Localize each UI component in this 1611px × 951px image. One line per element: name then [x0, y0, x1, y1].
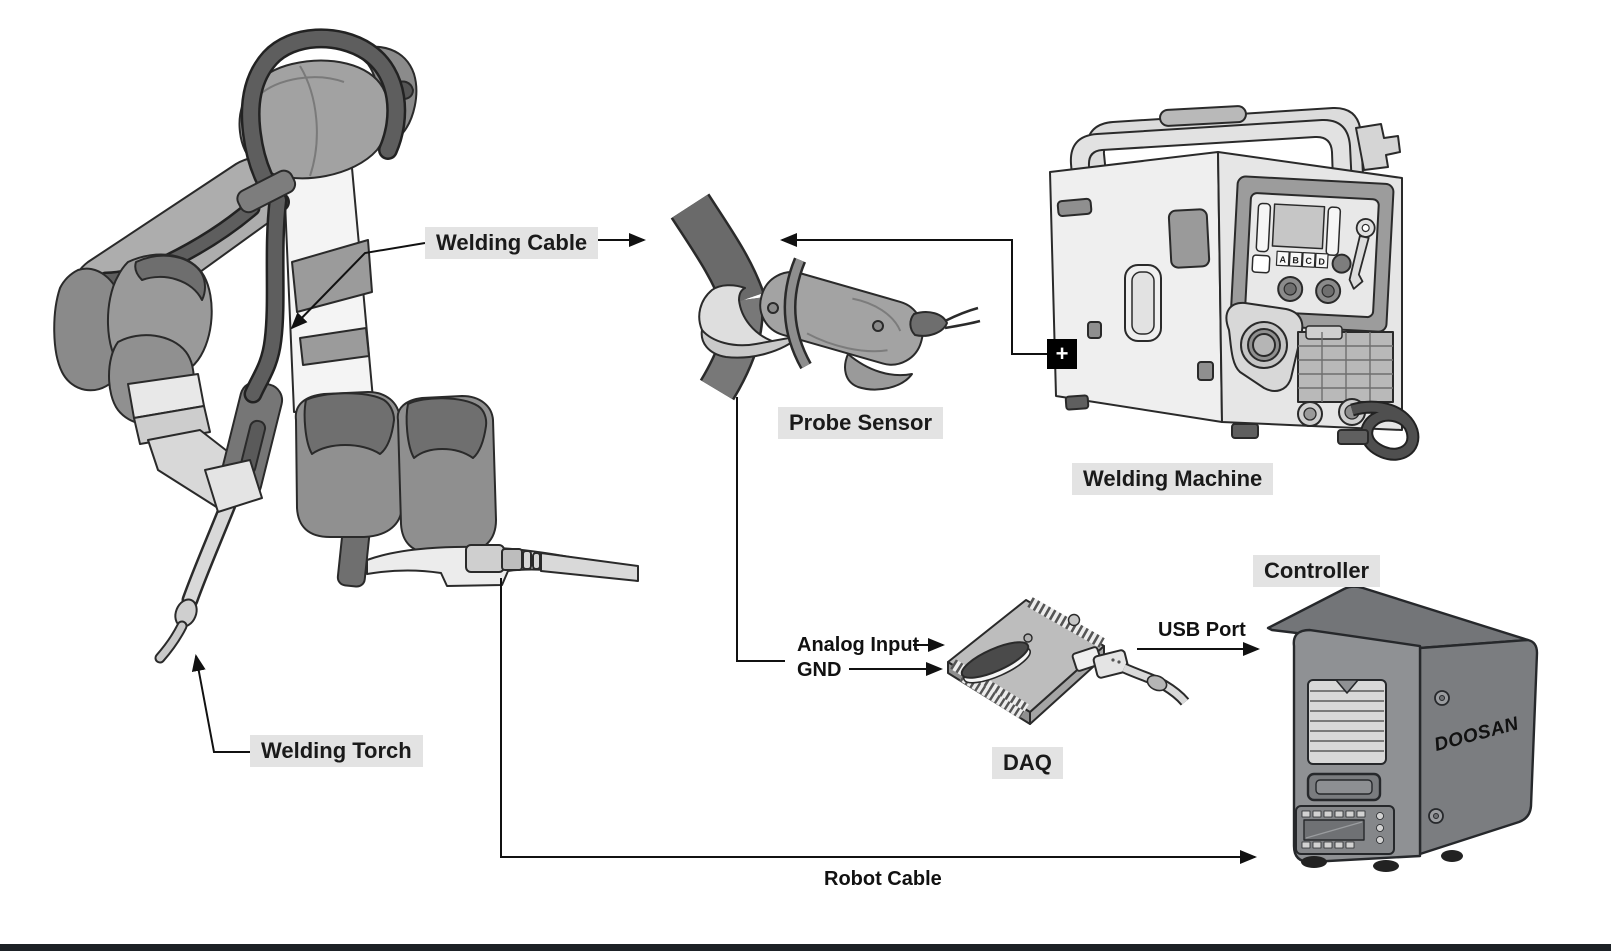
probe-sensor-label: Probe Sensor — [778, 407, 944, 439]
torch-clamp-collar — [204, 459, 263, 513]
welding-machine-label: Welding Machine — [1072, 463, 1274, 495]
welding-cable-illustration — [240, 28, 407, 404]
welding-cable-pointer-line — [290, 242, 426, 330]
controller-side-face — [1418, 638, 1539, 856]
welding-torch-label: Welding Torch — [250, 735, 423, 767]
sensor-body — [759, 271, 924, 366]
daq-label: DAQ — [992, 747, 1063, 779]
machine-buttons[interactable] — [1275, 250, 1329, 269]
daq-illustration — [947, 597, 1190, 725]
sensor-cable-boot — [909, 311, 948, 337]
machine-button-c[interactable]: C — [1305, 256, 1313, 266]
welding-cable-label: Welding Cable — [425, 227, 599, 259]
sensor-jaw — [698, 284, 773, 350]
machine-key — [1348, 218, 1376, 290]
machine-to-sensor-arrow — [780, 233, 1047, 355]
probe-sensor-illustration — [670, 193, 981, 401]
sensor-trigger — [844, 353, 913, 391]
machine-grille — [1297, 325, 1394, 403]
controller-vent — [1307, 679, 1387, 765]
bottom-divider-bar — [0, 944, 1611, 951]
welding-torch-pointer-line — [191, 654, 250, 753]
robot-arm-illustration — [53, 28, 639, 664]
controller-io-panel — [1295, 805, 1395, 855]
controller-illustration: DOOSAN — [1266, 585, 1539, 872]
daq-usb-plug — [1071, 646, 1130, 679]
robot-cable-line — [500, 578, 1257, 864]
machine-screen — [1271, 203, 1326, 250]
robot-arm-band-1 — [291, 239, 373, 313]
welding-machine-illustration: A B C D — [1049, 105, 1420, 461]
cable-strap — [236, 169, 297, 214]
machine-small-knob[interactable] — [1331, 253, 1352, 274]
robot-cable-connector — [465, 544, 505, 573]
machine-button-a[interactable]: A — [1279, 254, 1287, 264]
robot-wrist-hood — [134, 254, 206, 301]
controller-label: Controller — [1253, 555, 1381, 587]
machine-button-d[interactable]: D — [1318, 256, 1326, 266]
sensor-wires — [944, 306, 979, 323]
usb-port-label: USB Port — [1158, 619, 1246, 641]
plus-terminal-badge: + — [1047, 339, 1077, 369]
robot-arm-band-2 — [299, 327, 370, 366]
analog-input-label: Analog Input — [797, 634, 920, 656]
gnd-label: GND — [797, 659, 842, 681]
machine-latch — [1355, 123, 1401, 171]
daq-slot — [960, 641, 1030, 679]
machine-button-b[interactable]: B — [1292, 255, 1300, 265]
sensor-to-daq-line — [736, 397, 785, 662]
robot-cable-label: Robot Cable — [824, 868, 942, 890]
connection-lines — [191, 233, 1260, 864]
